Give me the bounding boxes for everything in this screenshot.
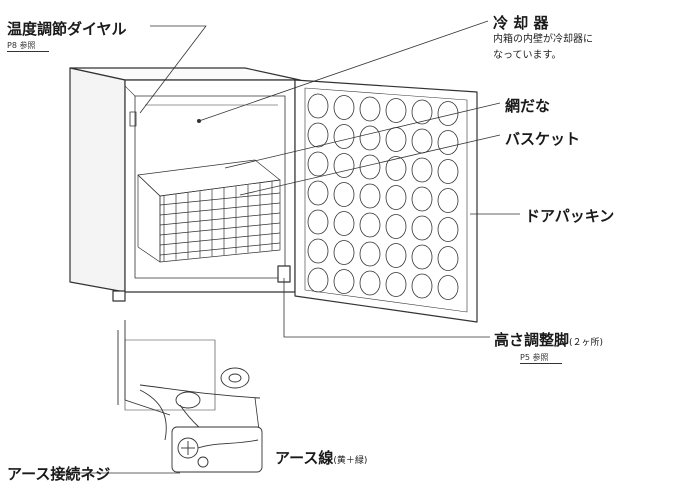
door-packing-circle xyxy=(385,98,407,123)
basket-wire xyxy=(159,242,281,256)
door-packing-circle xyxy=(333,95,355,120)
door-packing-circle xyxy=(307,93,329,119)
door-packing-circle xyxy=(437,159,459,184)
basket-label: バスケット xyxy=(505,130,581,148)
door-packing-circle xyxy=(437,101,459,126)
earth-detail xyxy=(117,320,263,473)
temp-dial-ref: P8 参照 xyxy=(7,40,50,52)
door-packing-circle xyxy=(411,186,433,212)
door-packing-circle xyxy=(307,151,329,177)
door-packing-circle xyxy=(307,180,329,206)
door-packing-circle xyxy=(411,273,433,299)
cooler-label: 冷 却 器 xyxy=(493,14,549,32)
door-packing-circle xyxy=(307,122,329,148)
basket-wire xyxy=(159,212,281,226)
foot-left xyxy=(112,290,126,302)
door-packing-circle xyxy=(333,269,355,294)
door-packing-circle xyxy=(333,153,355,178)
door-packing-circle xyxy=(385,185,407,210)
door-packing-circle xyxy=(359,212,381,238)
door-packing-circle xyxy=(411,157,433,183)
door-packing-circle xyxy=(385,214,407,239)
door-packing-circle xyxy=(359,270,381,296)
basket-wire xyxy=(159,202,281,216)
door-packing-circle xyxy=(437,217,459,242)
door-packing-circle xyxy=(307,209,329,235)
earth-wire-text: アース線 xyxy=(275,449,334,467)
earth-wire-color: (黄＋緑) xyxy=(333,456,368,466)
cooler-note-2: なっています。 xyxy=(493,50,562,61)
basket xyxy=(137,159,281,263)
door-packing-circle xyxy=(385,156,407,181)
door-packing-circle xyxy=(411,99,433,125)
leg-label-text: 高さ調整脚 xyxy=(494,331,570,349)
cooler-note-1: 内箱の内壁が冷却器に xyxy=(493,34,593,45)
leg-count: (２ヶ所) xyxy=(569,338,604,348)
door-packing-circle xyxy=(333,211,355,236)
door-packing-circle xyxy=(333,240,355,265)
leg-label: 高さ調整脚(２ヶ所) xyxy=(494,329,603,350)
door-packing-circle xyxy=(411,215,433,241)
cabinet xyxy=(69,67,301,293)
door-packing-label: ドアパッキン xyxy=(525,207,615,225)
door-packing-circle xyxy=(437,275,459,300)
door-packing-circle xyxy=(385,272,407,297)
leg-ref: P5 参照 xyxy=(520,352,563,364)
basket-wire xyxy=(159,192,281,206)
basket-wire xyxy=(159,222,281,236)
door-packing-circle xyxy=(307,267,329,293)
door-packing-circle xyxy=(359,96,381,122)
door-packing-circle xyxy=(307,238,329,264)
basket-wire xyxy=(159,232,281,246)
door xyxy=(294,79,478,323)
shelf-label: 網だな xyxy=(505,97,551,115)
door-packing-circle xyxy=(437,246,459,271)
door-packing-circle xyxy=(385,243,407,268)
earth-wire-label: アース線(黄＋緑) xyxy=(275,447,367,468)
door-packing-circle xyxy=(359,183,381,209)
door-packing-circle xyxy=(333,182,355,207)
door-packing-circle xyxy=(437,188,459,213)
door-packing-circle xyxy=(359,241,381,267)
temp-dial-knob xyxy=(129,111,137,127)
door-packing-circle xyxy=(359,125,381,151)
door-packing-circle xyxy=(333,124,355,149)
door-packing-circle xyxy=(411,244,433,270)
earth-screw-label: アース接続ネジ xyxy=(7,465,111,483)
temp-dial-label: 温度調節ダイヤル xyxy=(7,20,127,38)
door-packing-circle xyxy=(437,130,459,155)
